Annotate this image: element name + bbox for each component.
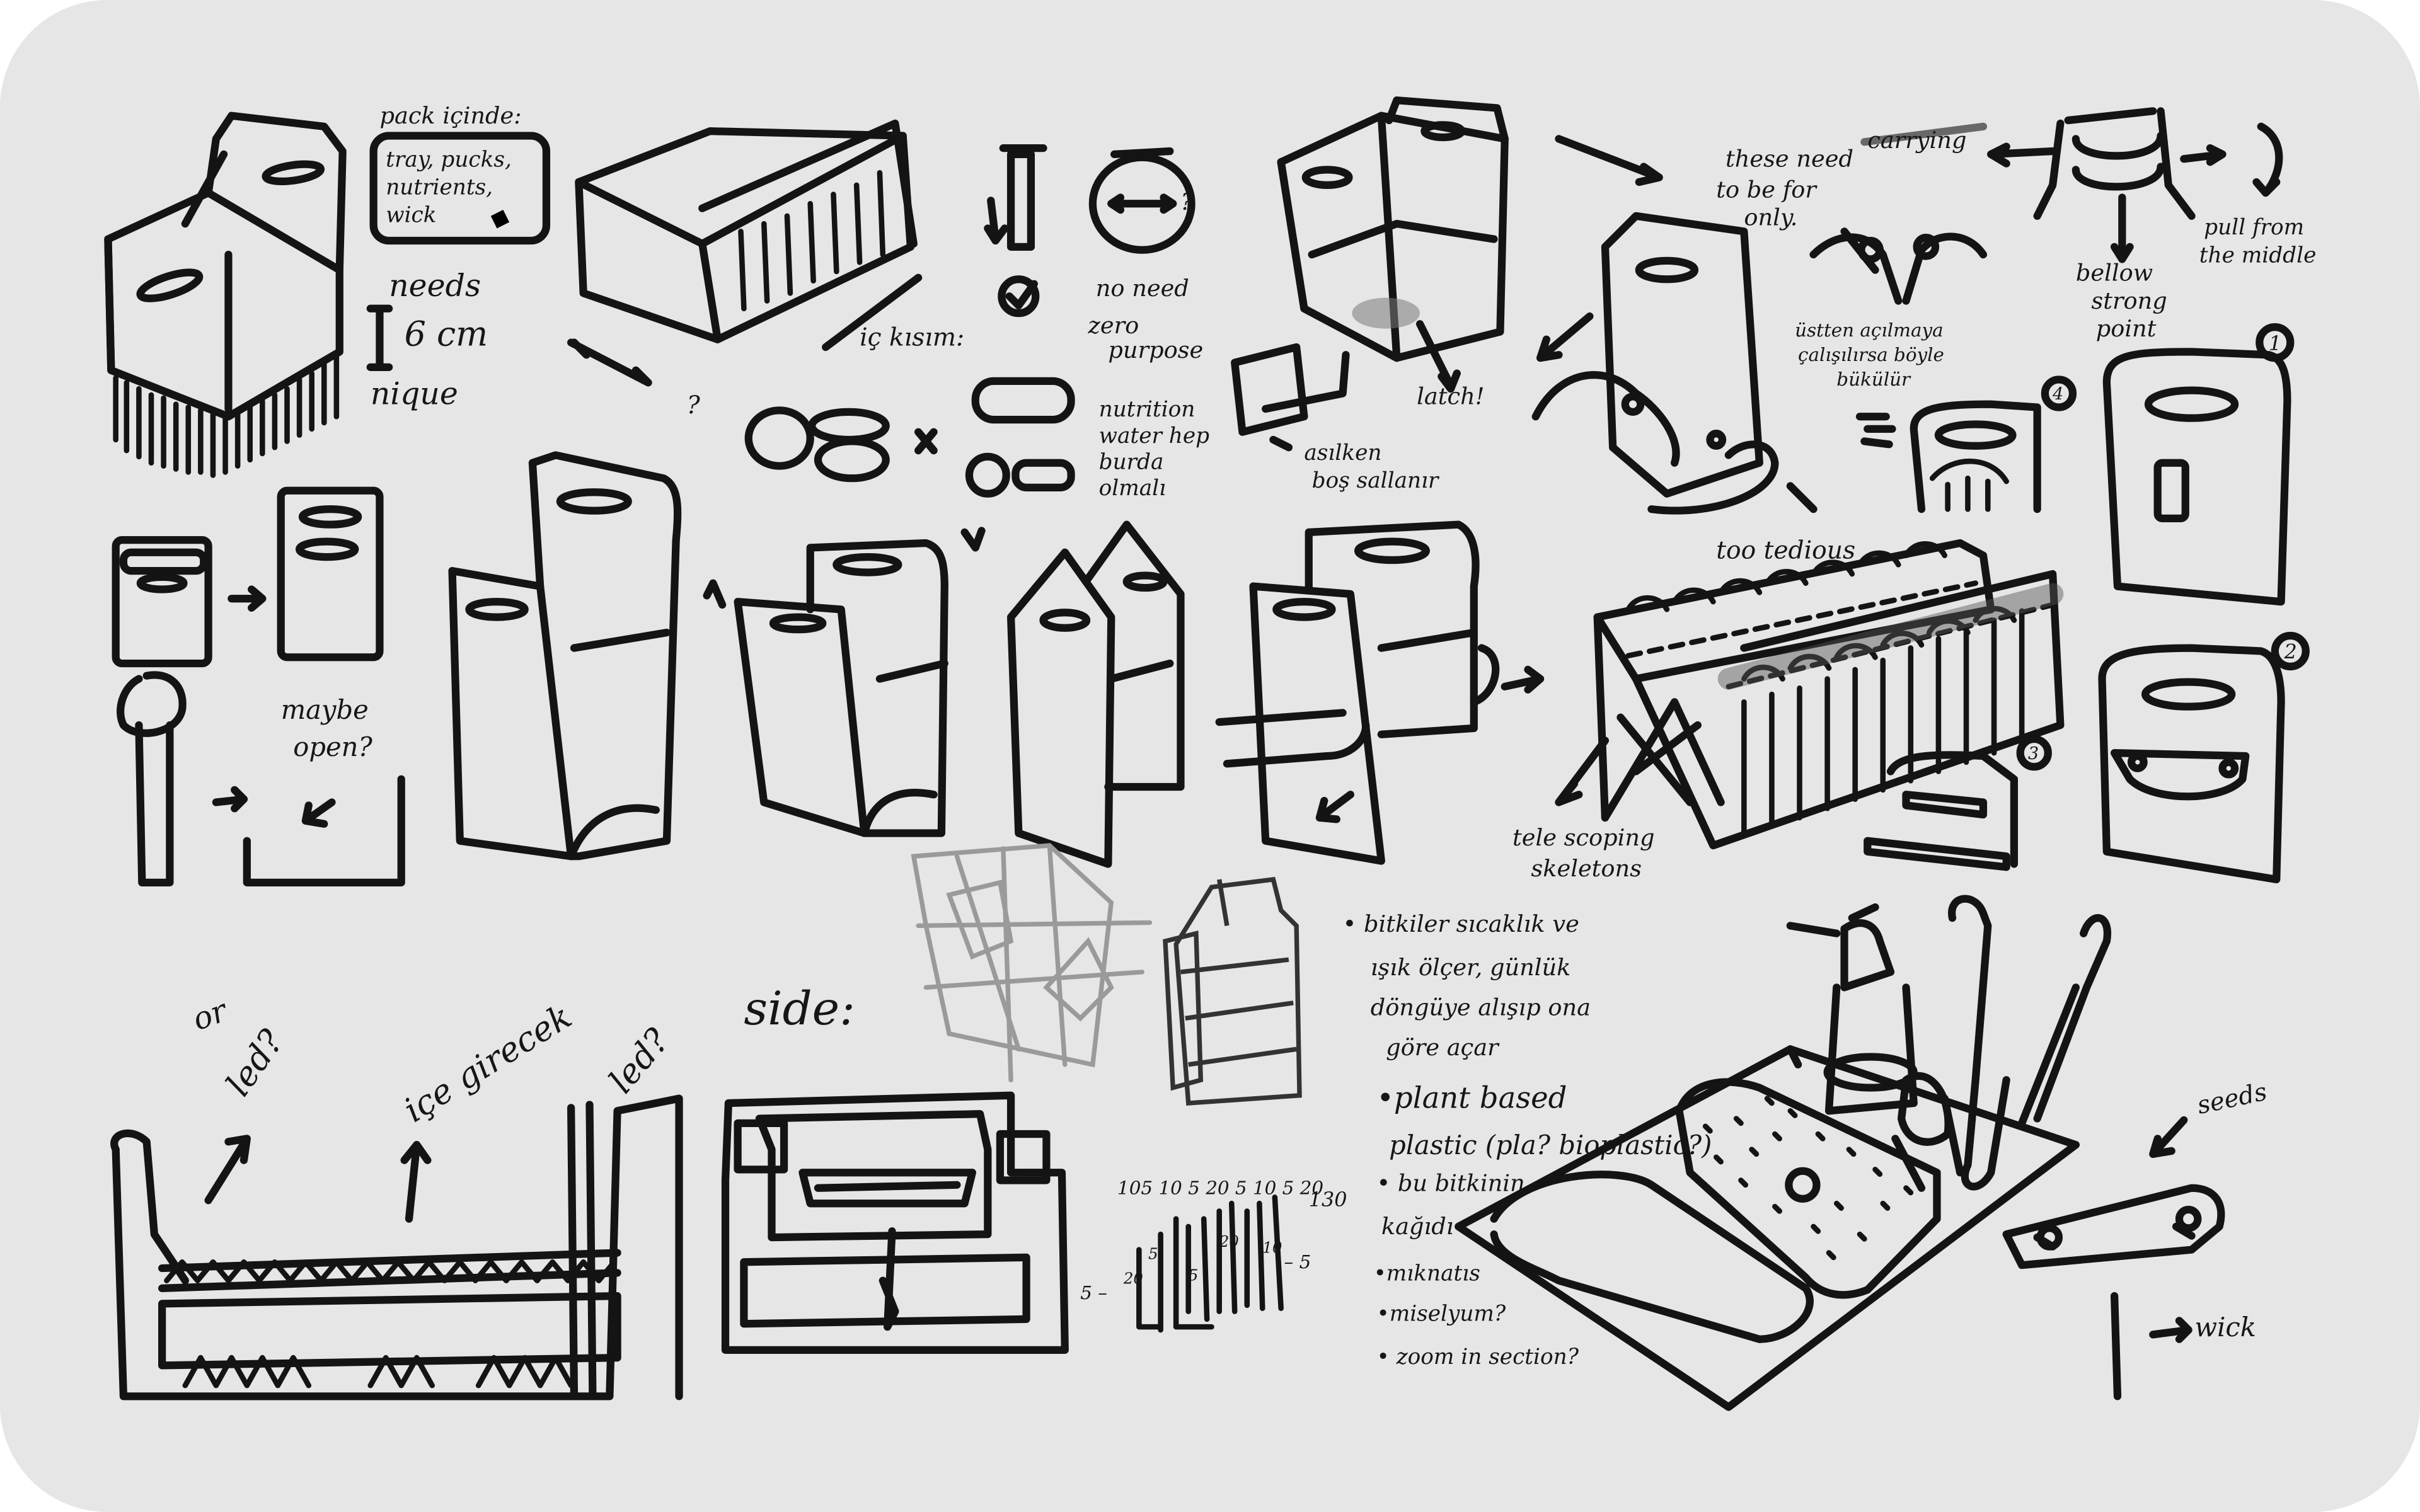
dim-right-5: – 5 bbox=[1284, 1251, 1311, 1273]
question-mark-1: ? bbox=[687, 391, 701, 420]
puck-sketches bbox=[749, 381, 1071, 494]
box-cross-section bbox=[725, 1096, 1065, 1350]
side-label: side: bbox=[744, 982, 855, 1036]
nutrition-note-4: olmalı bbox=[1099, 476, 1166, 501]
pack-item-3: wick bbox=[386, 203, 436, 228]
inner-part-note: iç kısım: bbox=[860, 324, 964, 352]
bullet-line-7: • bu bitkinin bbox=[1376, 1170, 1524, 1197]
inner-led-note-1: içe girecek bbox=[397, 996, 579, 1130]
pull-from-note: pull from bbox=[2204, 215, 2304, 240]
carrying-note: carrying bbox=[1867, 127, 1966, 154]
bullet-line-4: göre açar bbox=[1386, 1034, 1500, 1061]
open-note: open? bbox=[293, 731, 372, 762]
dim-130-note: 130 bbox=[1309, 1188, 1347, 1211]
hand-opening-box-sketch bbox=[1219, 525, 1540, 861]
these-need-note: these need bbox=[1726, 145, 1853, 172]
open-top-note-1: üstten açılmaya bbox=[1795, 319, 1943, 341]
bullet-line-8: kağıdı bbox=[1381, 1213, 1454, 1240]
six-cm-note: 6 cm bbox=[405, 314, 488, 354]
only-note: only. bbox=[1744, 204, 1797, 231]
zero-note: zero bbox=[1088, 312, 1139, 339]
dim-left-5: 5 – bbox=[1080, 1282, 1107, 1303]
small-box-sequence bbox=[116, 491, 401, 883]
nutrition-note-1: nutrition bbox=[1099, 397, 1196, 422]
bellow-note: bellow bbox=[2076, 260, 2153, 287]
nutrition-note-3: burda bbox=[1099, 449, 1164, 474]
to-be-for-note: to be for bbox=[1716, 176, 1818, 203]
question-mark-2: ? bbox=[1180, 188, 1193, 215]
the-middle-note: the middle bbox=[2199, 243, 2317, 268]
bullet-line-10: •miselyum? bbox=[1376, 1301, 1506, 1326]
bullet-line-9: •mıknatıs bbox=[1374, 1261, 1480, 1286]
packed-box-sketch bbox=[108, 116, 342, 476]
skeletons-note: skeletons bbox=[1531, 855, 1642, 882]
pointed-box-sketch bbox=[1011, 525, 1180, 864]
option-2-sketch bbox=[2102, 636, 2306, 879]
open-top-note-2: çalışılırsa böyle bbox=[1798, 344, 1944, 365]
option-4-number: 4 bbox=[2052, 384, 2063, 404]
dim-20-b: 20 bbox=[1219, 1232, 1239, 1251]
bullet-line-6: plastic (pla? bioplastic?) bbox=[1389, 1130, 1712, 1160]
option-1-sketch bbox=[2107, 327, 2290, 602]
open-top-note-3: bükülür bbox=[1836, 369, 1911, 390]
bullet-notes: • bitkiler sıcaklık ve ışık ölçer, günlü… bbox=[1343, 910, 1712, 1370]
bullet-line-5: •plant based bbox=[1376, 1080, 1567, 1114]
dim-5-a: 5 bbox=[1148, 1244, 1158, 1263]
option-4-sketch bbox=[1860, 379, 2073, 509]
dims-top-note: 105 10 5 20 5 10 5 20 bbox=[1117, 1177, 1323, 1199]
latch-note: latch! bbox=[1417, 383, 1484, 410]
option-1-number: 1 bbox=[2269, 331, 2281, 355]
bullet-line-11: • zoom in section? bbox=[1376, 1344, 1579, 1370]
dim-20-a: 20 bbox=[1123, 1269, 1143, 1288]
pack-title-note: pack içinde: bbox=[379, 102, 521, 129]
maybe-note: maybe bbox=[281, 694, 369, 725]
option-3-number: 3 bbox=[2028, 744, 2039, 764]
bullet-line-2: ışık ölçer, günlük bbox=[1371, 954, 1571, 981]
needs-note: needs bbox=[389, 268, 481, 304]
tall-divided-box-2 bbox=[707, 530, 982, 833]
bullet-line-3: döngüye alışıp ona bbox=[1371, 994, 1591, 1021]
pack-item-2: nutrients, bbox=[386, 175, 493, 200]
tall-divided-box-1 bbox=[452, 455, 678, 856]
hanging-note-2: boş sallanır bbox=[1312, 468, 1440, 493]
option-2-number: 2 bbox=[2283, 640, 2296, 664]
height-mark bbox=[371, 309, 389, 367]
dim-10: 10 bbox=[1262, 1239, 1282, 1257]
seeds-note: seeds bbox=[2195, 1078, 2270, 1120]
dim-5-b: 5 bbox=[1189, 1266, 1199, 1285]
latch-smudge bbox=[1352, 298, 1420, 329]
seed-wick-sketch bbox=[2007, 1120, 2221, 1396]
pack-item-1: tray, pucks, bbox=[386, 147, 512, 172]
hanging-note-1: asılken bbox=[1304, 440, 1381, 466]
purpose-note: purpose bbox=[1108, 336, 1203, 364]
or-note: or bbox=[188, 992, 233, 1038]
led-note: led? bbox=[218, 1022, 292, 1103]
point-note: point bbox=[2096, 315, 2157, 342]
wick-note: wick bbox=[2194, 1312, 2256, 1343]
telescoping-note: tele scoping bbox=[1512, 824, 1655, 851]
bullet-line-1: • bitkiler sıcaklık ve bbox=[1343, 910, 1579, 937]
nutrition-note-2: water hep bbox=[1099, 423, 1209, 449]
led-tray-section bbox=[114, 1099, 679, 1397]
strong-note: strong bbox=[2091, 287, 2167, 314]
nique-note: nique bbox=[371, 376, 458, 412]
no-need-note: no need bbox=[1096, 275, 1189, 302]
dimension-sketch bbox=[1139, 1197, 1281, 1330]
pencil-construction-sketch bbox=[914, 845, 1150, 1080]
inner-led-note-2: led? bbox=[601, 1021, 677, 1101]
shelf-unit-sketch bbox=[1165, 879, 1299, 1103]
